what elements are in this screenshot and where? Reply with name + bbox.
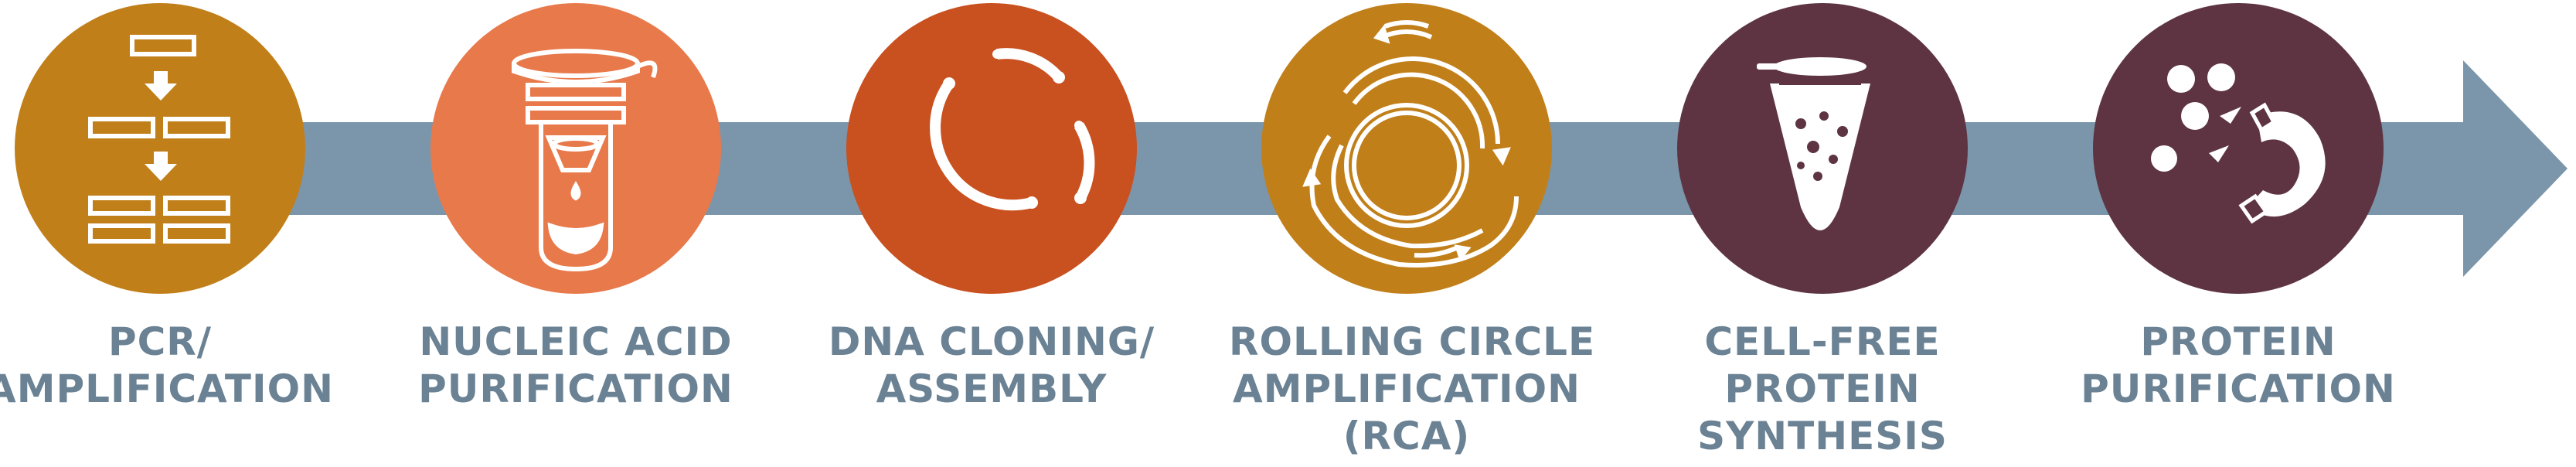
step-label-protein-purification: PROTEIN PURIFICATION [2060, 319, 2416, 413]
step-circle-protein-purification [2093, 3, 2384, 294]
label-line: SYNTHESIS [1697, 414, 1948, 458]
step-nucleic-acid-purification [430, 3, 721, 294]
spin-column-tube-icon [512, 49, 658, 272]
step-label-rolling-circle-amplification: ROLLING CIRCLE AMPLIFICATION (RCA) [1229, 319, 1596, 460]
rolling-circle-icon [1302, 20, 1519, 268]
step-label-dna-cloning-assembly: DNA CLONING/ ASSEMBLY [814, 319, 1169, 413]
label-line: (RCA) [1342, 414, 1471, 458]
step-label-nucleic-acid-purification: NUCLEIC ACID PURIFICATION [398, 319, 754, 413]
label-line: ASSEMBLY [876, 366, 1108, 411]
step-circle-pcr [15, 3, 305, 294]
label-line: AMPLIFICATION [0, 366, 334, 411]
step-dna-cloning-assembly [846, 3, 1137, 294]
step-rolling-circle-amplification [1261, 3, 1552, 294]
label-line: ROLLING CIRCLE [1229, 319, 1596, 364]
step-label-pcr-amplification: PCR/ AMPLIFICATION [0, 319, 338, 413]
arrow-head [2463, 60, 2567, 277]
label-line: PROTEIN [2140, 319, 2336, 364]
pcr-flowchart-icon [88, 35, 230, 244]
label-line: AMPLIFICATION [1233, 366, 1581, 411]
label-line: PROTEIN [1724, 366, 1921, 411]
step-circle-rca [1261, 3, 1552, 294]
step-pcr-amplification [15, 3, 305, 294]
label-line: PURIFICATION [2081, 366, 2396, 411]
label-line: PCR/ [107, 319, 213, 364]
label-line: PURIFICATION [418, 366, 733, 411]
plasmid-fragments-icon [930, 48, 1095, 211]
step-cell-free-protein-synthesis [1677, 3, 1968, 294]
reaction-tube-icon [1757, 57, 1870, 230]
label-line: DNA CLONING/ [828, 319, 1155, 364]
step-label-cell-free-protein-synthesis: CELL-FREE PROTEIN SYNTHESIS [1645, 319, 2000, 460]
label-line: CELL-FREE [1704, 319, 1941, 364]
step-protein-purification [2093, 3, 2384, 294]
label-line: NUCLEIC ACID [419, 319, 733, 364]
magnet-beads-icon [2151, 63, 2326, 224]
